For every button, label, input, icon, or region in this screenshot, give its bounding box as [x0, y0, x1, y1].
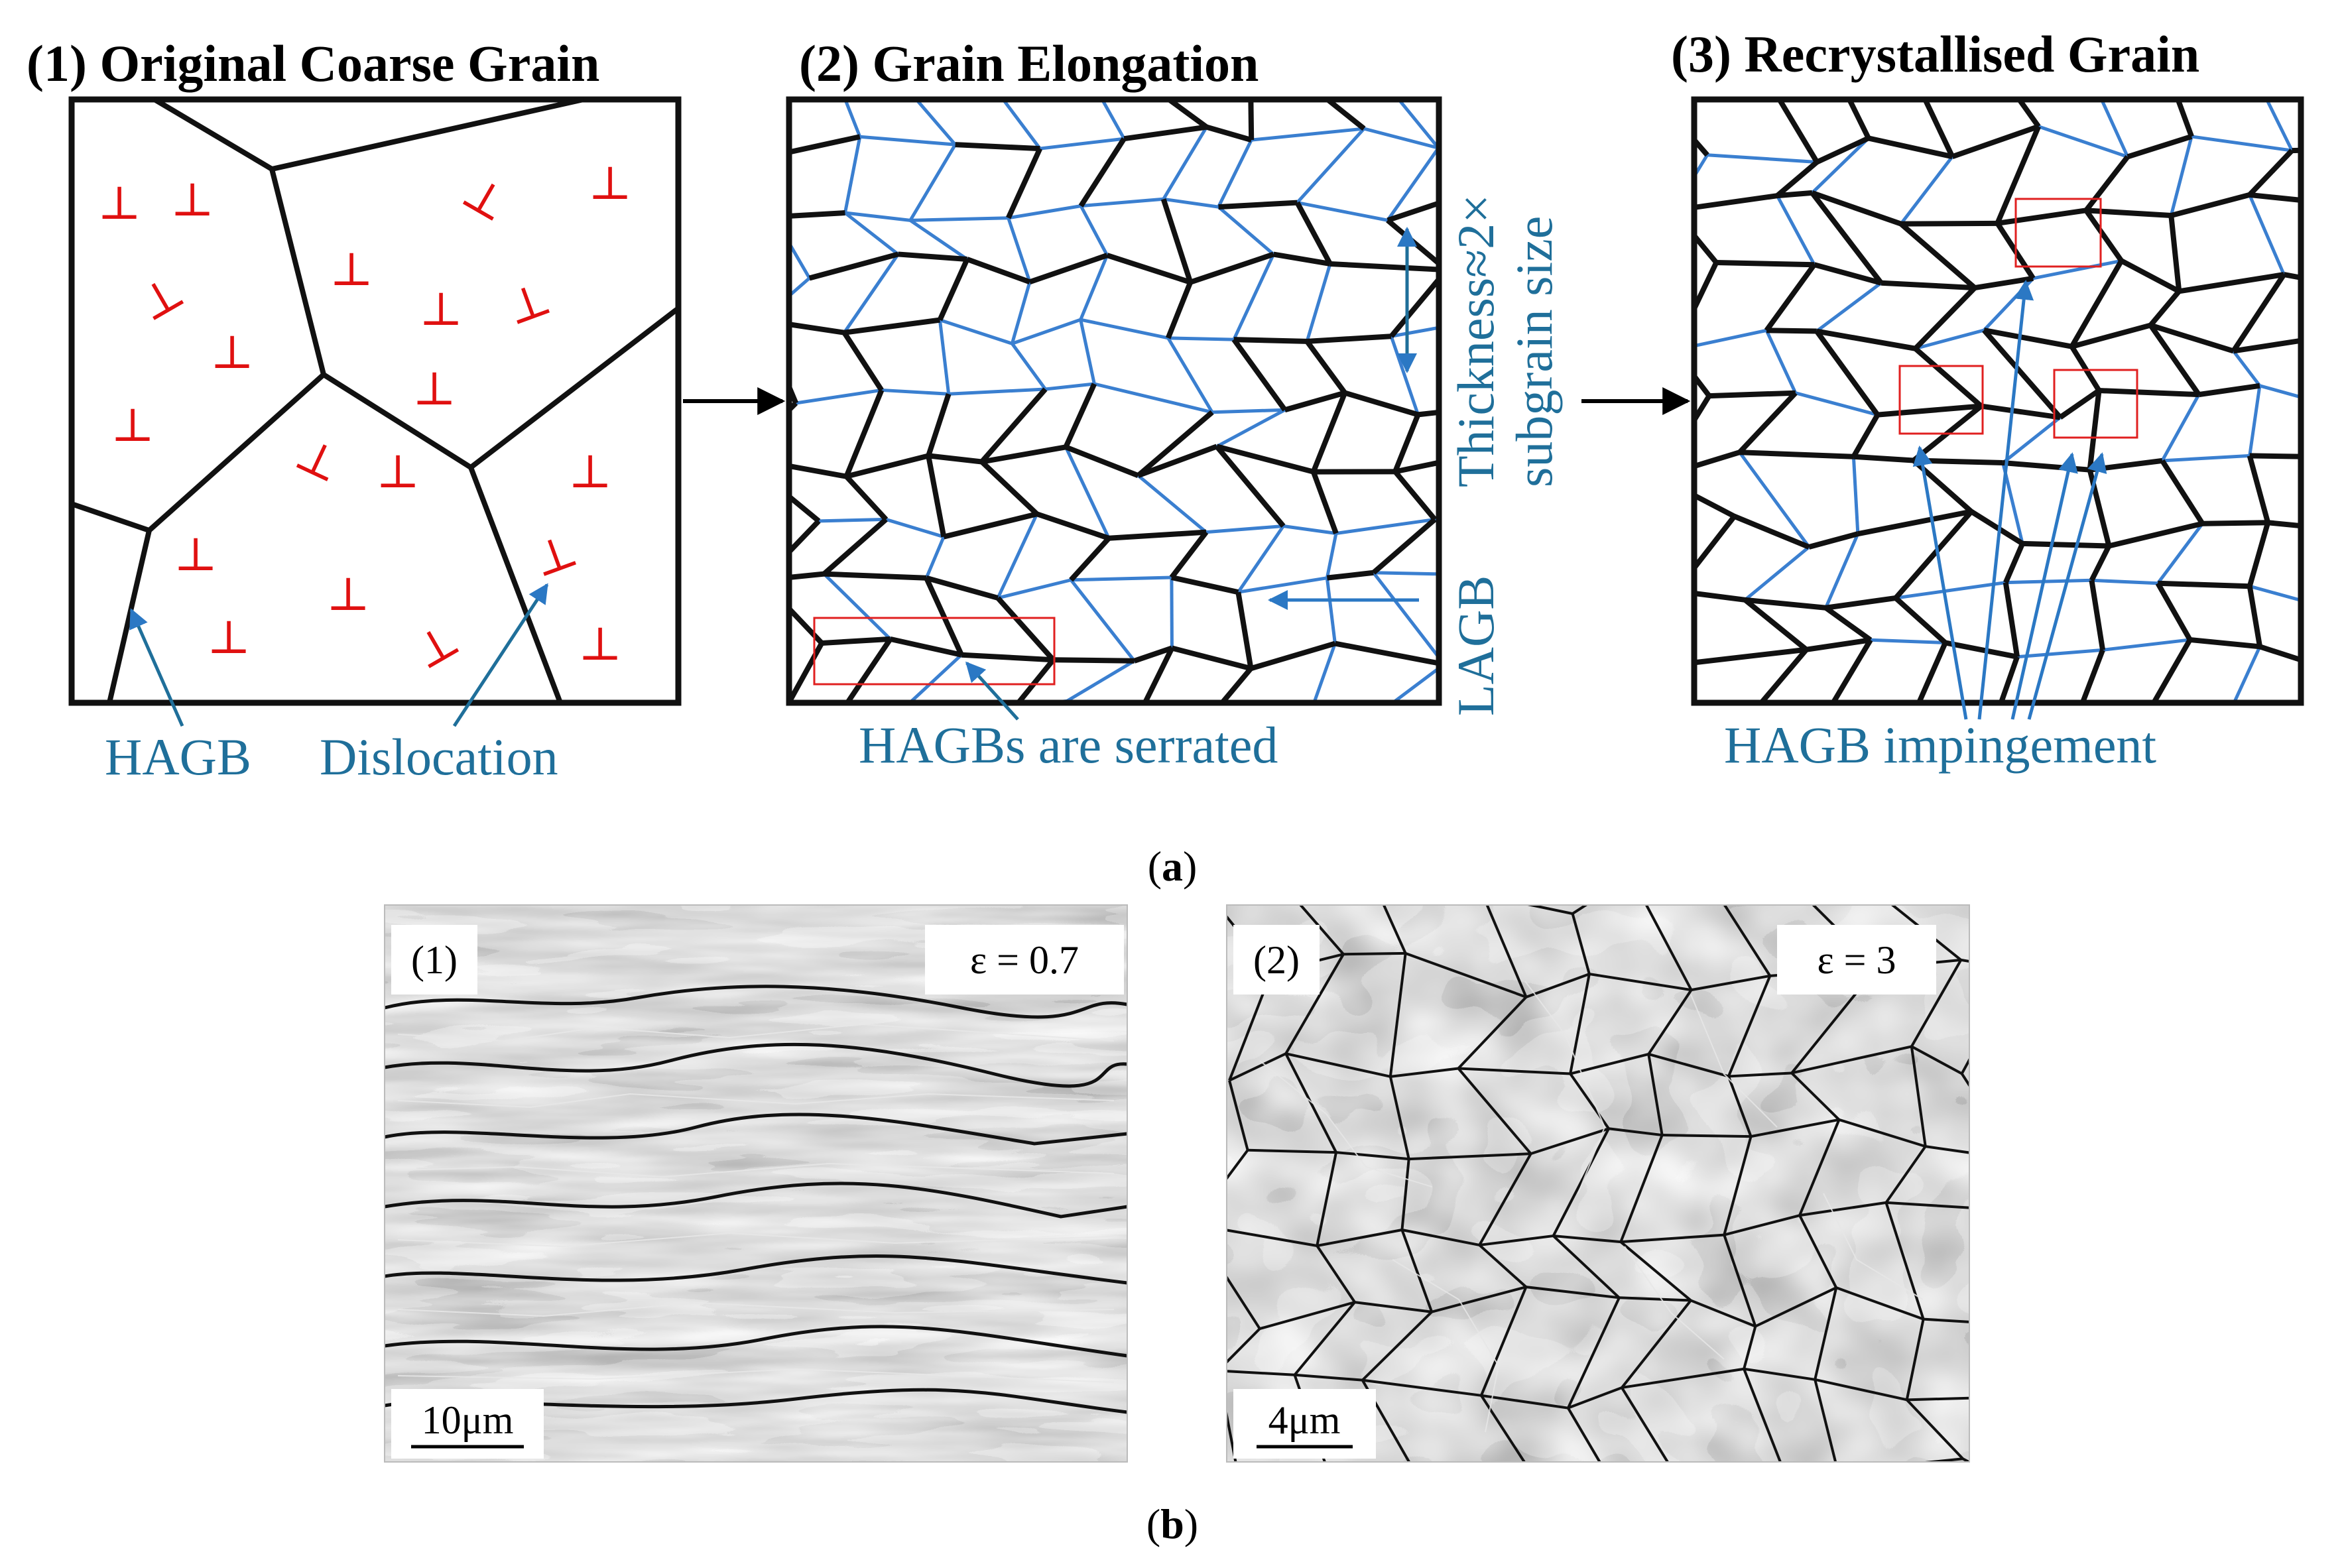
micrograph-2-strain: ε = 3: [1817, 938, 1896, 982]
dislocation-symbol: ⊥: [207, 613, 251, 664]
micrograph-2-strain-box: [1777, 925, 1936, 995]
stage-1-hagb-network: [70, 97, 680, 704]
dislocation-symbol: ⊥: [130, 266, 194, 332]
micrograph-1-hagb-traces: [384, 985, 1128, 1414]
dislocation-symbol: ⊥: [170, 175, 214, 226]
dislocation-symbol: ⊥: [568, 447, 612, 498]
serrated-pointer-arrow: [965, 661, 1019, 721]
dislocation-symbol: ⊥: [405, 614, 469, 680]
dislocation-symbol: ⊥: [111, 400, 154, 452]
thickness-label-line-1: Thickness≈2×: [1447, 194, 1505, 487]
dislocation-markers: ⊥ ⊥ ⊥ ⊥ ⊥ ⊥ ⊥ ⊥ ⊥ ⊥ ⊥ ⊥ ⊥ ⊥ ⊥ ⊥ ⊥ ⊥ ⊥ ⊥: [97, 158, 632, 680]
micrograph-1-image: [385, 905, 1127, 1462]
panel-b: (1) ε = 0.7 10μm (2) ε = 3: [384, 904, 1970, 1547]
dislocation-symbol: ⊥: [526, 524, 584, 587]
thickness-label-line-2: subgrain size: [1505, 216, 1563, 487]
dislocation-symbol: ⊥: [419, 284, 463, 335]
serrated-highlight-box: [813, 617, 1056, 686]
stage-2-hagb-lines: [789, 99, 1439, 703]
micrograph-2-lagb-traces: [1259, 981, 1924, 1433]
lagb-label: LAGB: [1447, 575, 1505, 716]
hagb-label: HAGB: [105, 728, 251, 786]
dislocation-symbol: ⊥: [376, 447, 420, 498]
impingement-highlight-boxes: [1898, 198, 2138, 439]
caption-a: (a): [1148, 843, 1198, 890]
micrograph-1-lagb-traces: [397, 1023, 1115, 1383]
micrograph-1-strain: ε = 0.7: [970, 938, 1079, 982]
stage-2-frame: [786, 96, 1442, 706]
micrograph-2-tag-box: [1233, 925, 1320, 995]
caption-b: (b): [1146, 1500, 1198, 1547]
dislocation-symbol: ⊥: [499, 272, 558, 335]
stage-2-title: (2) Grain Elongation: [799, 34, 1259, 92]
micrograph-2-image: [1227, 905, 1969, 1462]
stage-1-title: (1) Original Coarse Grain: [27, 34, 599, 92]
dislocation-label: Dislocation: [320, 728, 558, 786]
dislocation-symbol: ⊥: [453, 166, 517, 233]
stage-2-lagb-lines: [789, 99, 1439, 703]
dislocation-symbol: ⊥: [97, 178, 141, 229]
dislocation-symbol: ⊥: [326, 570, 370, 621]
dislocation-symbol: ⊥: [578, 619, 622, 670]
stage-3-hagb-lines: [1694, 99, 2301, 703]
stage-2-grain-network: [789, 99, 1439, 703]
ebsd-micrograph-2: (2) ε = 3 4μm: [1226, 904, 1970, 1463]
stage-3-title: (3) Recrystallised Grain: [1671, 25, 2199, 83]
dislocation-symbol: ⊥: [330, 245, 373, 296]
ebsd-micrograph-1: (1) ε = 0.7 10μm: [384, 904, 1128, 1463]
stage-3-diagram: (3) Recrystallised Grain HAGB impingemen…: [1671, 25, 2304, 774]
dislocation-symbol: ⊥: [287, 428, 348, 493]
micrograph-1-strain-box: [925, 925, 1124, 995]
stage-3-lagb-lines: [1694, 99, 2301, 703]
micrograph-1-tag: (1): [411, 938, 458, 982]
micrograph-1-scalebar-label: 10μm: [422, 1398, 514, 1442]
stage-3-grain-network: [1694, 99, 2301, 703]
impingement-pointer-arrows: [1912, 280, 2107, 720]
micrograph-1-tag-box: [391, 925, 477, 995]
stage-1-diagram: (1) Original Coarse Grain ⊥⊥⊥⊥⊥⊥⊥⊥⊥⊥⊥⊥⊥⊥…: [27, 34, 682, 786]
stage-1-frame: [68, 96, 682, 706]
stage-1-pointer-arrows: [129, 583, 549, 727]
micrograph-2-scalebar-label: 4μm: [1268, 1398, 1341, 1442]
dislocation-symbol: ⊥: [412, 364, 456, 415]
dislocation-symbol: ⊥: [210, 328, 254, 379]
dislocation-symbol: ⊥: [174, 530, 217, 581]
stage-3-frame: [1691, 96, 2304, 706]
stage-2-diagram: (2) Grain Elongation HAGBs are serrated …: [786, 34, 1563, 774]
micrograph-1-border: [384, 904, 1128, 1463]
dislocation-symbol: ⊥: [588, 158, 632, 210]
serrated-label: HAGBs are serrated: [859, 716, 1278, 774]
micrograph-2-border: [1226, 904, 1970, 1463]
panel-a: (1) Original Coarse Grain ⊥⊥⊥⊥⊥⊥⊥⊥⊥⊥⊥⊥⊥⊥…: [27, 25, 2304, 890]
impingement-label: HAGB impingement: [1724, 716, 2156, 774]
micrograph-2-tag: (2): [1253, 938, 1300, 982]
